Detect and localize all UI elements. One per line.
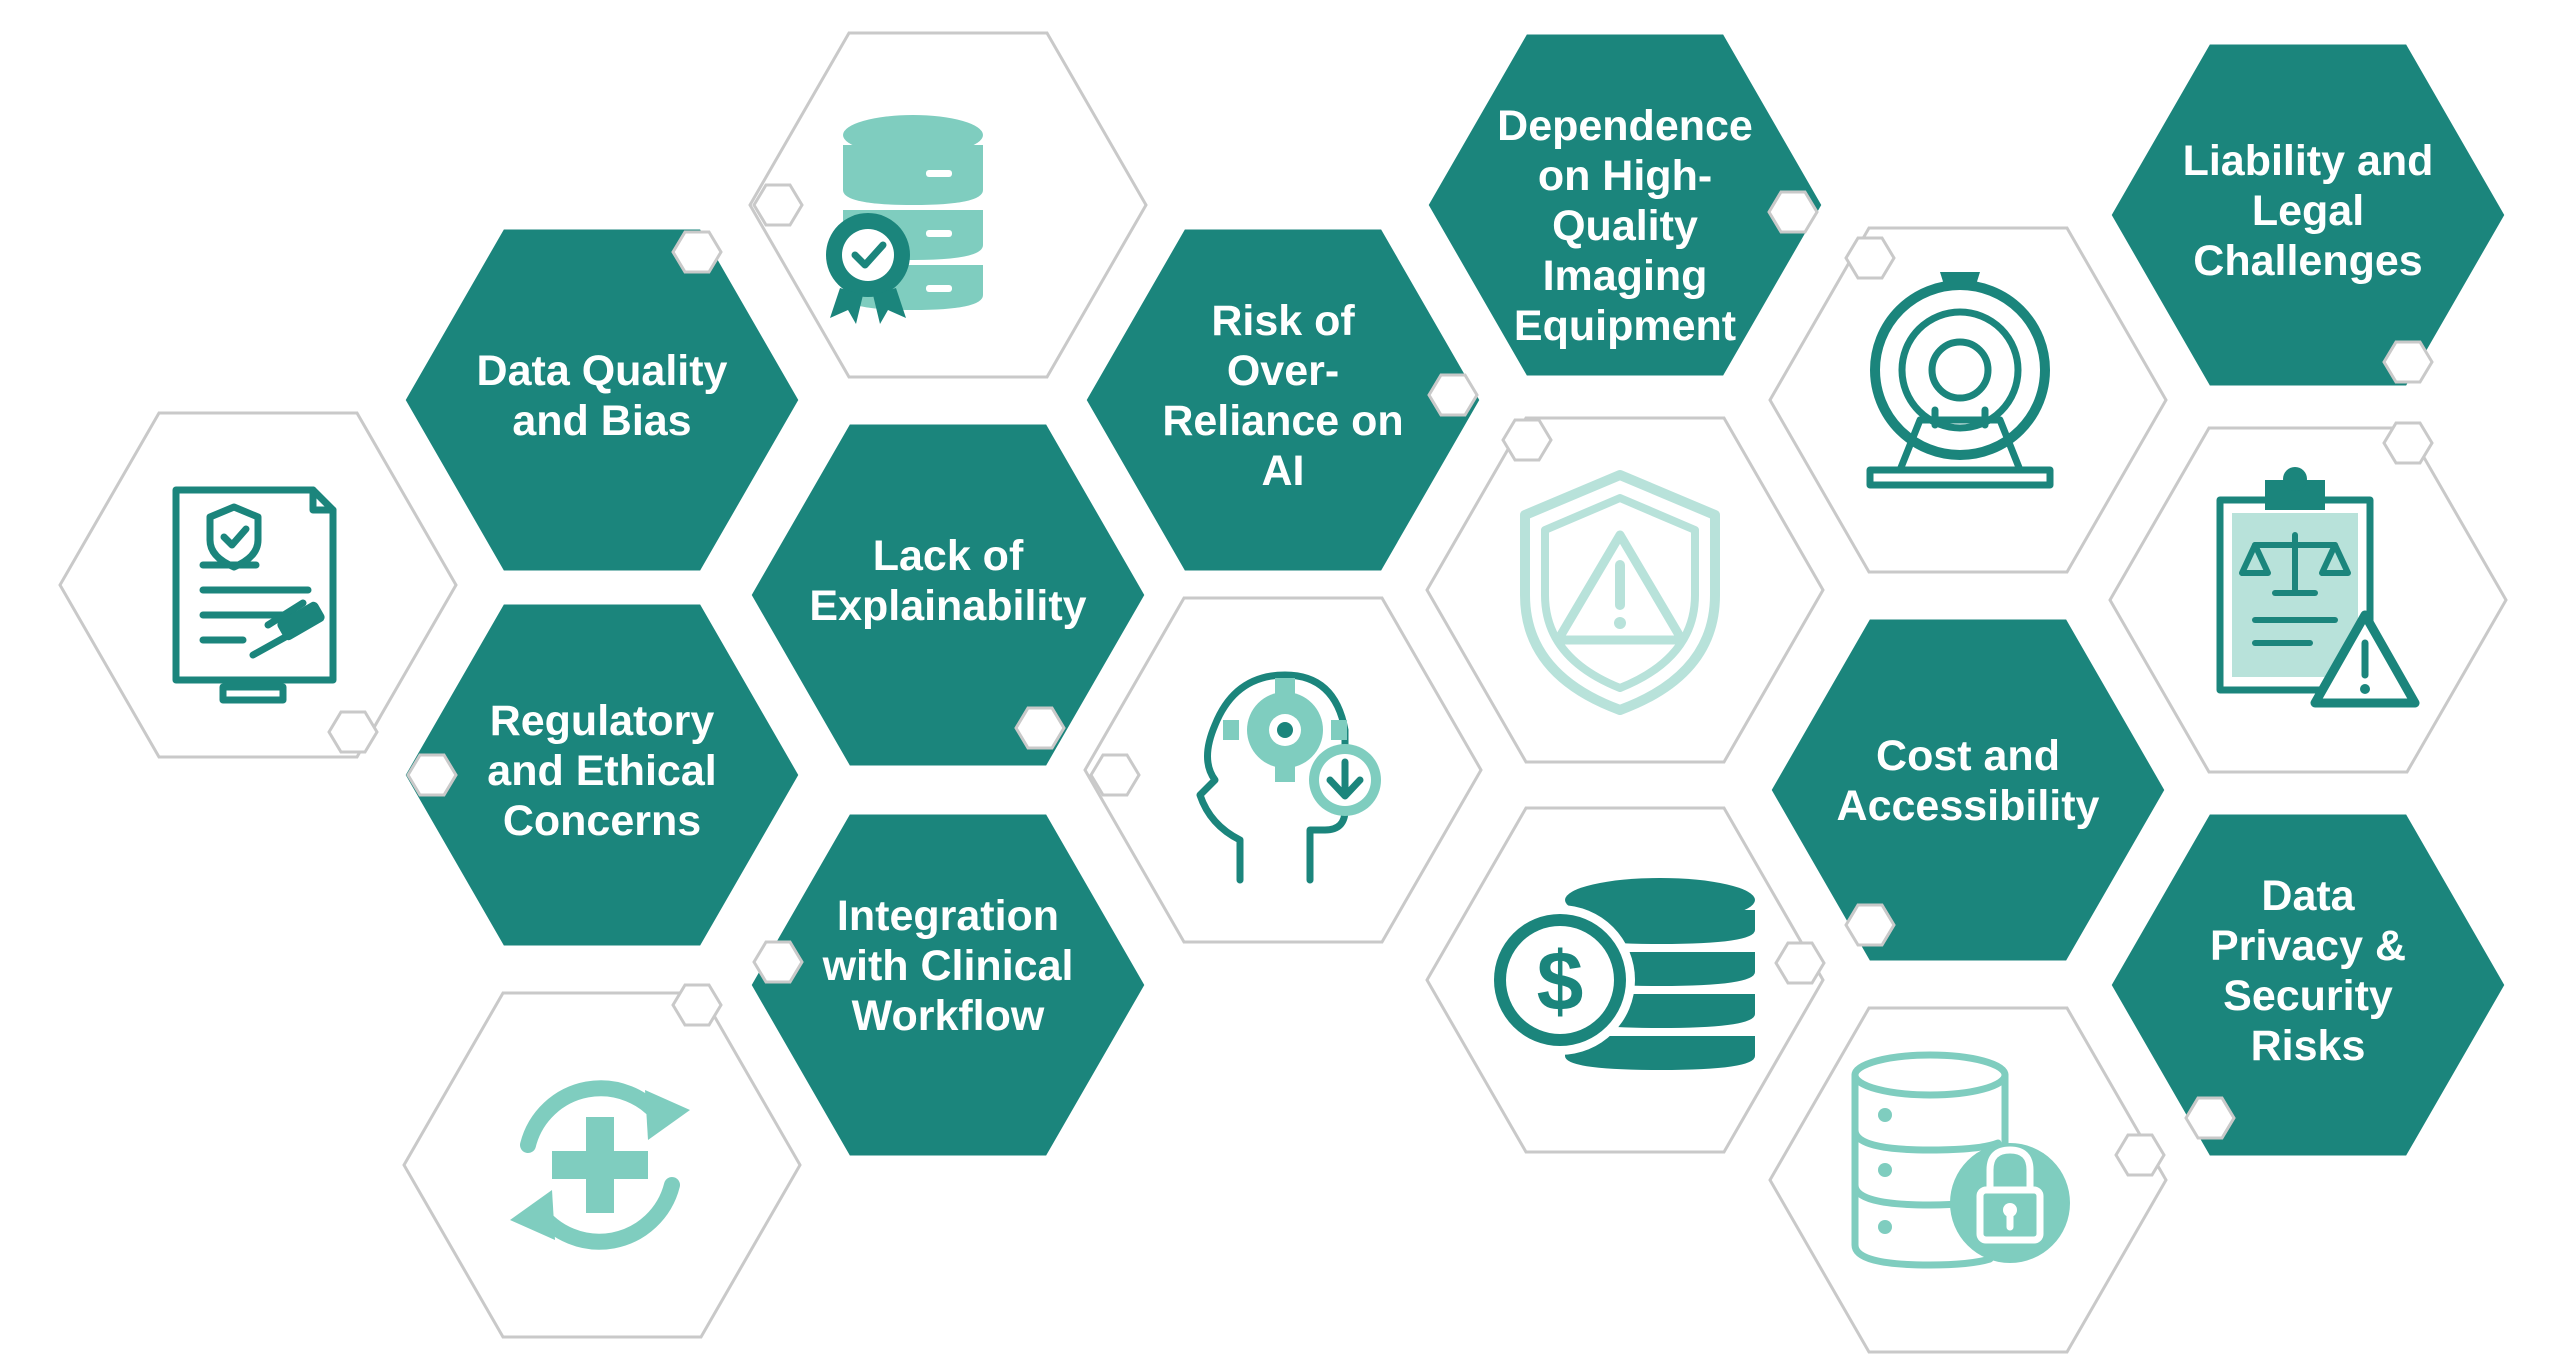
small-hexagon-marker <box>2382 421 2434 465</box>
hexagon-label-line: and Bias <box>512 397 691 445</box>
dollar-coins-stack-icon: $ <box>1485 878 1755 1070</box>
shield-warning-icon <box>1520 470 1720 715</box>
small-hexagon-marker <box>1501 418 1553 462</box>
hexagon-label-line: with Clinical <box>822 942 1074 990</box>
hexagon-label-line: Imaging <box>1543 252 1708 300</box>
hexagon-label-line: Lack of <box>873 532 1024 580</box>
mri-scanner-icon <box>1866 272 2054 489</box>
teal-hexagon <box>1425 31 1825 379</box>
hexagon-label-line: Privacy & <box>2210 922 2406 970</box>
hexagon-label-line: Challenges <box>2193 237 2422 285</box>
hexagon-label-line: Equipment <box>1514 302 1736 350</box>
small-hexagon-marker <box>671 983 723 1027</box>
small-hexagon-marker <box>1089 753 1141 797</box>
teal-hexagon <box>1083 226 1483 574</box>
small-hexagon-marker <box>2184 1096 2236 1140</box>
outline-hexagon <box>58 411 458 759</box>
hexagon-label-line: Explainability <box>809 582 1086 630</box>
small-hexagon-marker <box>1844 903 1896 947</box>
hexagon-label-line: Data Quality <box>477 347 728 395</box>
hexagon-label-line: Liability and <box>2183 137 2434 185</box>
database-lock-icon <box>1851 1051 2070 1269</box>
head-gear-download-icon <box>1196 671 1381 884</box>
hexagon-label-line: on High- <box>1538 152 1712 200</box>
small-hexagon-marker <box>2382 340 2434 384</box>
hexagon-label-line: Accessibility <box>1837 782 2100 830</box>
hexagon-label-line: Data <box>2261 872 2355 920</box>
hexagon-label-line: Security <box>2223 972 2393 1020</box>
hexagon-label-line: Workflow <box>852 992 1045 1040</box>
small-hexagon-marker <box>327 710 379 754</box>
clipboard-scale-warning-icon <box>2216 467 2420 708</box>
hexagon-label-line: Dependence <box>1497 102 1753 150</box>
small-hexagon-marker <box>1427 373 1479 417</box>
small-hexagon-marker <box>1844 236 1896 280</box>
small-hexagon-marker <box>752 183 804 227</box>
teal-hexagon <box>2108 811 2508 1159</box>
hexagon-label-line: Risks <box>2251 1022 2366 1070</box>
teal-hexagon <box>1768 616 2168 964</box>
small-hexagon-marker <box>1767 190 1819 234</box>
icon-layer: $ <box>172 115 2420 1269</box>
teal-hexagon <box>402 226 802 574</box>
hexagon-label-line: Reliance on <box>1162 397 1403 445</box>
hexagon-label-line: Cost and <box>1876 732 2060 780</box>
hexagon-label-line: Quality <box>1552 202 1698 250</box>
svg-text:$: $ <box>1537 934 1584 1028</box>
hexagon-label-line: Legal <box>2252 187 2364 235</box>
small-hexagon-marker <box>1774 941 1826 985</box>
hexagon-label-line: Integration <box>837 892 1059 940</box>
small-hexagon-marker <box>2114 1133 2166 1177</box>
hexagon-label-line: and Ethical <box>487 747 716 795</box>
small-hexagon-marker <box>1014 706 1066 750</box>
teal-hexagon <box>748 811 1148 1159</box>
hexagon-label-line: Over- <box>1227 347 1339 395</box>
hexagon-label-line: Concerns <box>503 797 701 845</box>
hexagon-label-line: Regulatory <box>490 697 715 745</box>
teal-hexagon <box>748 421 1148 769</box>
hexagon-label-line: Risk of <box>1211 297 1355 345</box>
small-hexagon-marker <box>671 230 723 274</box>
hex-database-icon <box>748 31 1148 379</box>
small-hexagon-marker <box>406 753 458 797</box>
teal-hexagon <box>2108 41 2508 389</box>
health-cross-cycle-icon <box>510 1080 690 1250</box>
hex-legal-icon <box>58 411 458 759</box>
outline-hexagon <box>748 31 1148 379</box>
hexagon-label-line: AI <box>1262 447 1305 495</box>
teal-hexagon <box>402 601 802 949</box>
small-hexagon-marker <box>752 940 804 984</box>
database-certified-icon <box>826 115 983 324</box>
legal-document-gavel-icon <box>172 486 337 704</box>
